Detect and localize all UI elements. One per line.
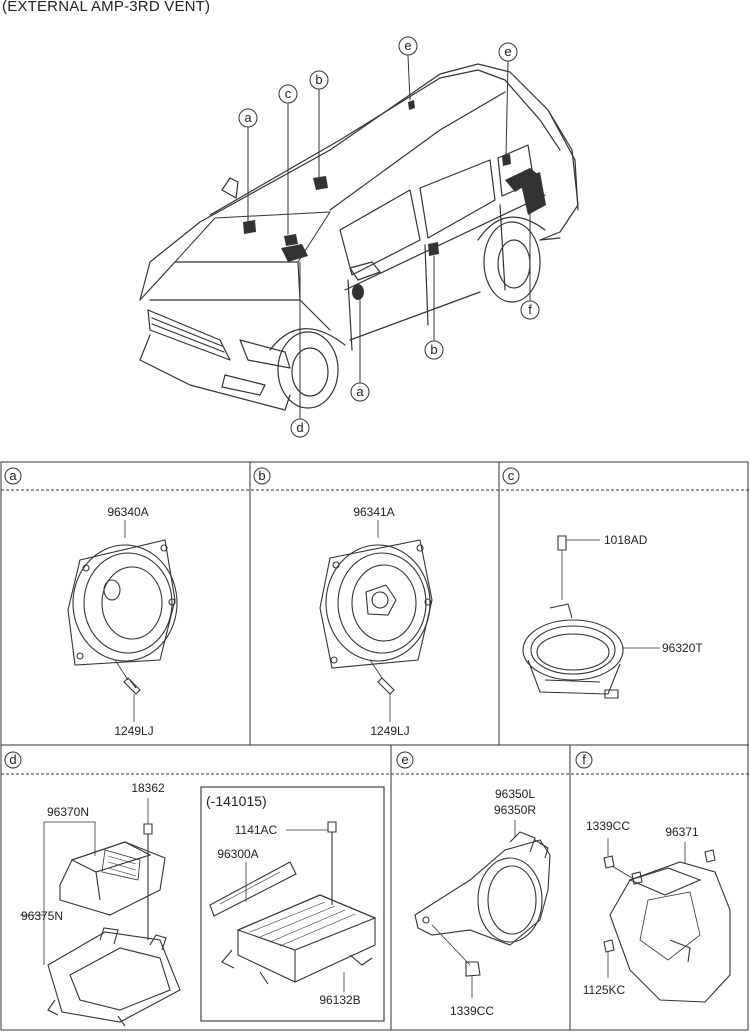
- callout-c: [278, 84, 298, 104]
- part-1249LJ-b: 1249LJ: [370, 724, 409, 738]
- part-96370N: 96370N: [47, 805, 89, 819]
- panel-b-speaker: [319, 520, 433, 695]
- callout-e-left-label: e: [404, 38, 411, 53]
- callout-b-bottom: [424, 340, 444, 360]
- callout-f: [520, 300, 540, 320]
- panel-f-woofer: [603, 838, 731, 1003]
- part-96371: 96371: [665, 825, 699, 839]
- part-96350L: 96350L: [495, 787, 535, 801]
- part-96340A: 96340A: [107, 505, 148, 519]
- part-18362: 18362: [131, 781, 165, 795]
- panel-b-letter: b: [258, 468, 265, 483]
- callout-a-top-label: a: [244, 110, 252, 125]
- callout-e-right-label: e: [504, 44, 511, 59]
- panel-f-letter: f: [582, 752, 586, 767]
- part-1125KC: 1125KC: [583, 983, 626, 997]
- inset-label: (-141015): [206, 793, 267, 809]
- callout-b-bottom-label: b: [430, 342, 437, 357]
- callout-a-bottom: [350, 382, 370, 402]
- part-1018AD: 1018AD: [604, 533, 648, 547]
- part-96375N: 96375N: [21, 909, 63, 923]
- callout-d-label: d: [296, 420, 303, 435]
- callout-b-top-label: b: [315, 72, 322, 87]
- part-1141AC: 1141AC: [235, 823, 278, 837]
- part-96320T: 96320T: [662, 641, 703, 655]
- callout-d: [290, 418, 310, 438]
- panel-d-amplifier: [20, 786, 385, 1027]
- panel-e-speaker: [414, 820, 551, 998]
- part-1339CC-f: 1339CC: [586, 819, 630, 833]
- callout-b-top: [309, 70, 329, 90]
- callout-a-top: [238, 108, 258, 128]
- part-96350R: 96350R: [494, 803, 536, 817]
- part-1339CC-e: 1339CC: [450, 1004, 494, 1018]
- callout-f-label: f: [528, 302, 532, 317]
- vehicle-drawing: [139, 63, 579, 411]
- panel-c-tweeter: [522, 535, 660, 699]
- callout-a-bottom-label: a: [356, 384, 364, 399]
- panel-grid: [0, 461, 749, 1031]
- panel-e-letter: e: [401, 752, 408, 767]
- part-96132B: 96132B: [319, 993, 360, 1007]
- part-96341A: 96341A: [353, 505, 394, 519]
- panel-d-letter: d: [9, 752, 16, 767]
- callout-e-right: [498, 42, 518, 62]
- panel-a-letter: a: [9, 468, 17, 483]
- callout-c-label: c: [285, 86, 292, 101]
- panel-a-speaker: [67, 520, 178, 695]
- part-96300A: 96300A: [217, 847, 258, 861]
- part-1249LJ-a: 1249LJ: [114, 724, 153, 738]
- diagram-title: (EXTERNAL AMP-3RD VENT): [2, 0, 211, 15]
- callout-e-left: [398, 36, 418, 56]
- panel-c-letter: c: [508, 468, 515, 483]
